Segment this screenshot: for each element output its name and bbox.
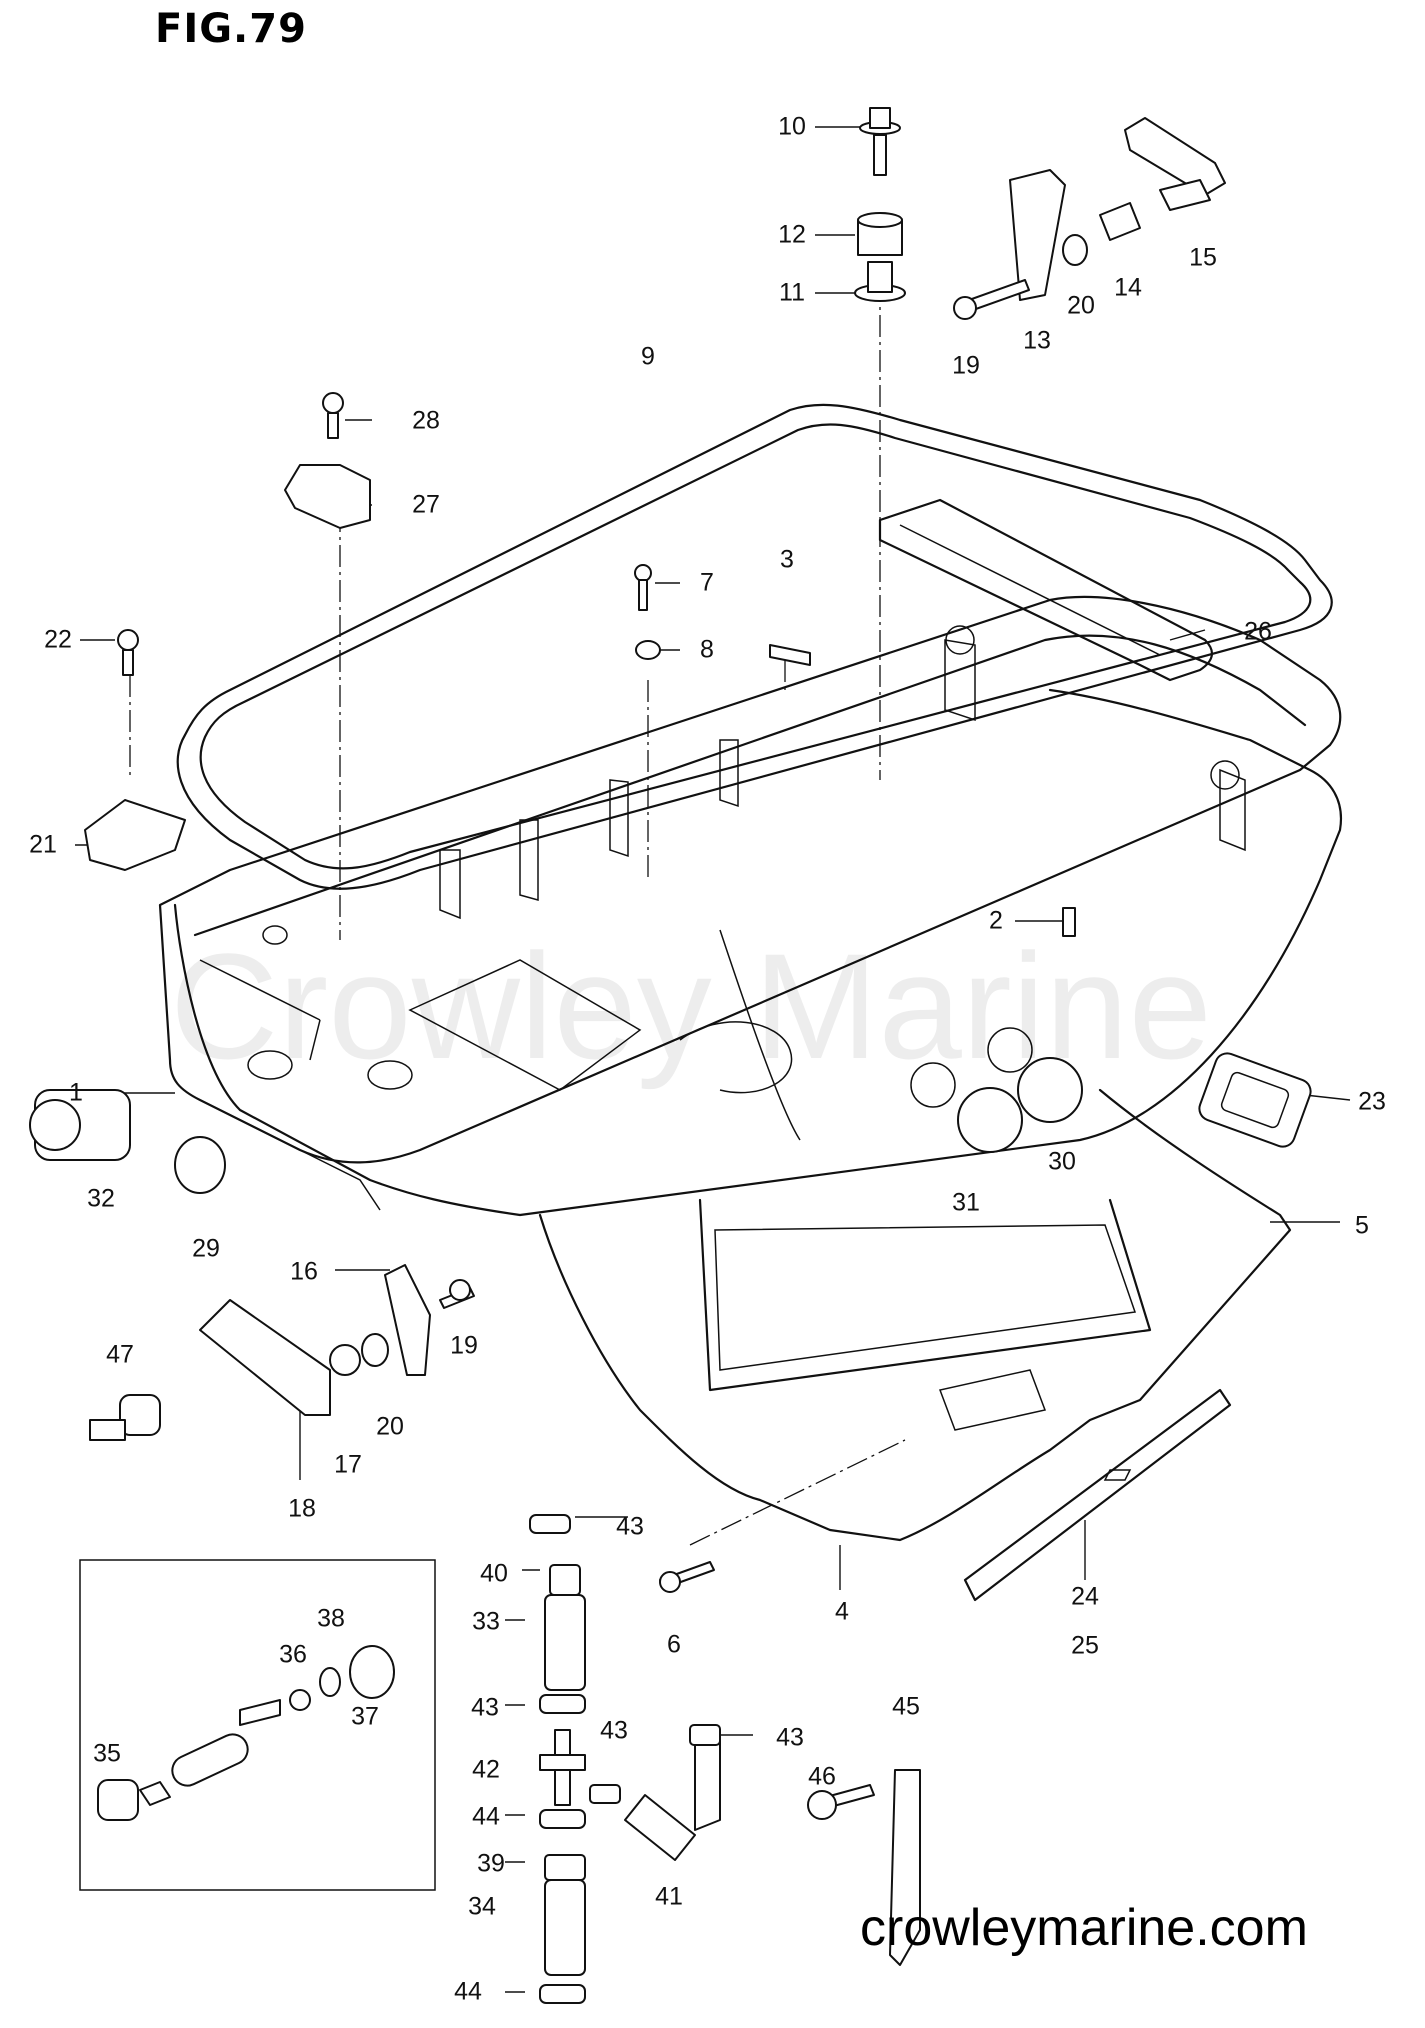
callout-44b: 44: [454, 1977, 482, 2006]
callout-30: 30: [1048, 1147, 1076, 1176]
callout-47: 47: [106, 1340, 134, 1369]
callout-14: 14: [1114, 273, 1142, 302]
callout-16: 16: [290, 1257, 318, 1286]
callout-19: 19: [952, 351, 980, 380]
callout-2: 2: [989, 906, 1003, 935]
watermark: Crowley Marine: [170, 922, 1212, 1090]
callout-31: 31: [952, 1188, 980, 1217]
hardware-parts: [29, 107, 1312, 2004]
callout-20b: 20: [376, 1412, 404, 1441]
callout-45: 45: [892, 1692, 920, 1721]
callout-12: 12: [778, 220, 806, 249]
callout-25: 25: [1071, 1631, 1099, 1660]
callout-42: 42: [472, 1755, 500, 1784]
callout-3: 3: [780, 545, 794, 574]
callout-43: 43: [616, 1512, 644, 1541]
callout-6: 6: [667, 1630, 681, 1659]
callout-33: 33: [472, 1607, 500, 1636]
callout-23: 23: [1358, 1087, 1386, 1116]
callout-22: 22: [44, 625, 72, 654]
lower-cover-4-5: [538, 1088, 1292, 1602]
callout-37: 37: [351, 1702, 379, 1731]
gasket-9: [176, 403, 1333, 890]
callout-24: 24: [1071, 1582, 1099, 1611]
callout-41: 41: [655, 1882, 683, 1911]
callout-11: 11: [779, 278, 805, 307]
callout-28: 28: [412, 406, 440, 435]
callout-35: 35: [93, 1739, 121, 1768]
callout-32: 32: [87, 1184, 115, 1213]
callout-21: 21: [29, 830, 57, 859]
website-label: crowleymarine.com: [860, 1899, 1308, 1957]
callout-13: 13: [1023, 326, 1051, 355]
callout-27: 27: [412, 490, 440, 519]
callout-38: 38: [317, 1604, 345, 1633]
callout-34: 34: [468, 1892, 496, 1921]
callout-18: 18: [288, 1494, 316, 1523]
callout-29: 29: [192, 1234, 220, 1263]
figure-title: FIG.79: [155, 6, 307, 52]
callout-36: 36: [279, 1640, 307, 1669]
callout-9: 9: [641, 342, 655, 371]
callout-19b: 19: [450, 1331, 478, 1360]
callout-40: 40: [480, 1559, 508, 1588]
callout-20: 20: [1067, 291, 1095, 320]
callout-1: 1: [69, 1078, 83, 1107]
callout-7: 7: [700, 568, 714, 597]
callout-15: 15: [1189, 243, 1217, 272]
callout-26: 26: [1244, 617, 1272, 646]
callout-44: 44: [472, 1802, 500, 1831]
callout-43d: 43: [776, 1723, 804, 1752]
bottom-cowl-1: [158, 498, 1343, 1217]
callout-46: 46: [808, 1762, 836, 1791]
callout-4: 4: [835, 1597, 849, 1626]
callout-8: 8: [700, 635, 714, 664]
callout-17: 17: [334, 1450, 362, 1479]
callout-43c: 43: [600, 1716, 628, 1745]
callout-5: 5: [1355, 1211, 1369, 1240]
callout-43b: 43: [471, 1693, 499, 1722]
callout-39: 39: [477, 1849, 505, 1878]
callout-10: 10: [778, 112, 806, 141]
